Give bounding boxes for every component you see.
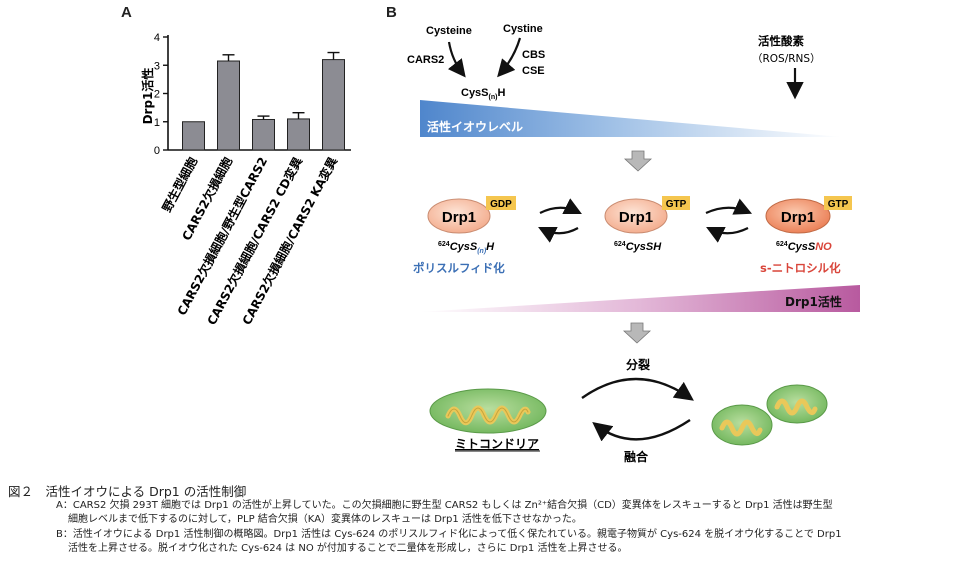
nitrosylation-label: s-ニトロシル化 bbox=[760, 261, 841, 275]
fission-label: 分裂 bbox=[626, 357, 650, 372]
y-tick-label: 0 bbox=[154, 145, 160, 157]
gtp-tag-mid-label: GTP bbox=[666, 199, 687, 210]
panel-b-letter: B bbox=[386, 4, 397, 21]
caption-b-line1: B：活性イオウによる Drp1 活性制御の概略図。Drp1 活性は Cys-62… bbox=[56, 529, 842, 540]
bar-1 bbox=[182, 121, 205, 151]
fused-mitochondrion bbox=[429, 388, 547, 434]
down-arrow-1 bbox=[623, 150, 653, 172]
panel-a-letter: A bbox=[121, 4, 132, 21]
gdp-tag-label: GDP bbox=[490, 199, 512, 210]
ros-rns-label: （ROS/RNS） bbox=[752, 53, 821, 65]
down-arrow-2 bbox=[622, 322, 652, 344]
caption-b-line2: 活性を上昇させる。脱イオウ化された Cys-624 は NO が付加することで二… bbox=[68, 543, 628, 554]
fragmented-mitochondrion-1 bbox=[711, 404, 773, 446]
drp1-activity-label: Drp1活性 bbox=[785, 294, 842, 309]
cyss-product: CysS(n)H bbox=[461, 87, 505, 101]
y-tick-label: 4 bbox=[154, 32, 160, 44]
figure-caption-title: 図２ 活性イオウによる Drp1 の活性制御 bbox=[8, 484, 247, 499]
drp1-activity-wedge bbox=[418, 285, 860, 312]
caption-a-line1: A：CARS2 欠損 293T 細胞では Drp1 の活性が上昇していた。この欠… bbox=[56, 500, 833, 511]
residue-mid: 624CysSH bbox=[614, 241, 662, 253]
cse-label: CSE bbox=[522, 65, 545, 77]
equilibrium-arrow-back-2 bbox=[706, 227, 749, 243]
residue-left: 624CysS(n)H bbox=[438, 241, 495, 255]
sulfur-level-wedge bbox=[420, 100, 842, 137]
cystine-arrow bbox=[497, 37, 522, 78]
drp1-gdp-label: Drp1 bbox=[442, 209, 476, 226]
drp1-gtp-node bbox=[604, 198, 668, 234]
sulfur-level-label: 活性イオウレベル bbox=[427, 119, 523, 134]
fusion-label: 融合 bbox=[624, 449, 649, 464]
cysteine-arrow bbox=[447, 41, 466, 78]
mitochondria-label: ミトコンドリア bbox=[455, 437, 539, 451]
fragmented-mitochondrion-2 bbox=[766, 384, 828, 424]
gdp-tag bbox=[486, 196, 516, 210]
gtp-tag-right bbox=[824, 196, 852, 210]
gtp-tag-right-label: GTP bbox=[828, 199, 849, 210]
y-tick-label: 1 bbox=[154, 117, 160, 129]
sulfur-regulation-diagram: Cysteine Cystine CARS2 CBS CSE CysS(n)H … bbox=[407, 23, 860, 464]
cysteine-label: Cysteine bbox=[426, 25, 472, 37]
fission-arrow bbox=[581, 377, 694, 401]
equilibrium-arrow-forward-2 bbox=[705, 198, 753, 215]
fusion-arrow bbox=[592, 419, 691, 442]
gtp-tag-mid bbox=[662, 196, 690, 210]
drp1-gdp-node bbox=[427, 198, 491, 234]
y-tick-label: 2 bbox=[154, 89, 160, 101]
cystine-label: Cystine bbox=[503, 23, 543, 35]
residue-right: 624CysSNO bbox=[776, 241, 832, 253]
y-tick-label: 3 bbox=[154, 60, 160, 72]
equilibrium-arrow-forward-1 bbox=[539, 198, 582, 214]
reactive-species-label: 活性酸素 bbox=[758, 34, 804, 48]
drp1-sno-label: Drp1 bbox=[781, 209, 815, 226]
cbs-label: CBS bbox=[522, 49, 545, 61]
drp1-sno-node bbox=[765, 198, 831, 234]
caption-a-line2: 細胞レベルまで低下するのに対して，PLP 結合欠損（KA）変異体のレスキューは … bbox=[68, 514, 582, 525]
drp1-gtp-label: Drp1 bbox=[619, 209, 653, 226]
cars2-label: CARS2 bbox=[407, 54, 444, 66]
equilibrium-arrow-back-1 bbox=[538, 227, 579, 243]
polysulfide-label: ポリスルフィド化 bbox=[413, 261, 505, 275]
y-axis-label: Drp1活性 bbox=[140, 68, 155, 125]
